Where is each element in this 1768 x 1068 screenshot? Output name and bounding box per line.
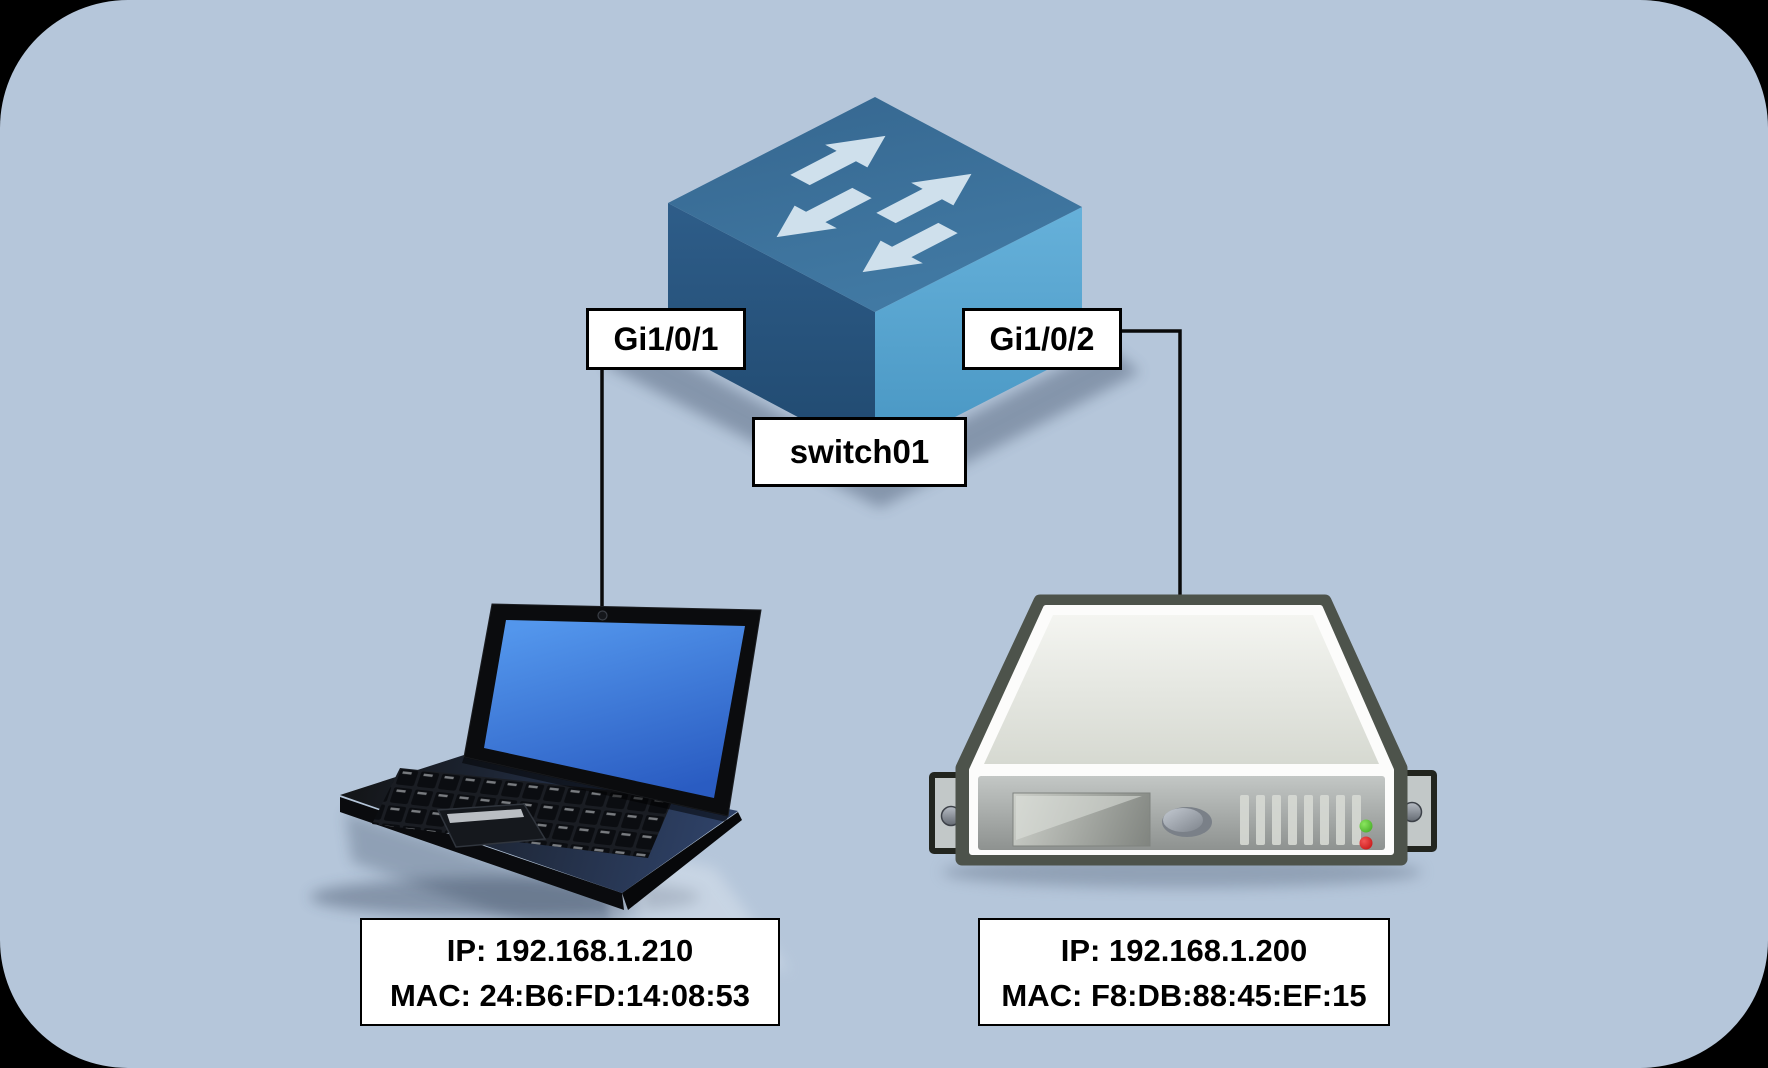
server-led-red	[1359, 836, 1373, 850]
port-label-gi1-0-2: Gi1/0/2	[962, 308, 1122, 370]
switch-hostname-label: switch01	[752, 417, 967, 487]
port-label-gi1-0-1: Gi1/0/1	[586, 308, 746, 370]
server-ip-text: IP: 192.168.1.200	[1060, 933, 1308, 968]
server-led-green	[1359, 819, 1373, 833]
port-label-text: Gi1/0/1	[613, 320, 719, 357]
server-mac-text: MAC: F8:DB:88:45:EF:15	[1001, 978, 1367, 1013]
server-drive-bay-highlight	[1016, 796, 1142, 840]
switch-left-face	[668, 203, 875, 458]
switch-hostname-text: switch01	[789, 433, 930, 470]
laptop-address-label: IP: 192.168.1.210 MAC: 24:B6:FD:14:08:53	[360, 918, 780, 1026]
server-vents	[1240, 795, 1361, 845]
laptop-base-edge-right	[622, 812, 742, 910]
laptop-ip-text: IP: 192.168.1.210	[446, 933, 694, 968]
server-address-label: IP: 192.168.1.200 MAC: F8:DB:88:45:EF:15	[978, 918, 1390, 1026]
switch-arrows-icon	[776, 135, 972, 273]
webcam-icon	[597, 610, 608, 621]
laptop-mac-text: MAC: 24:B6:FD:14:08:53	[389, 978, 751, 1013]
laptop-trackpad-highlight	[447, 809, 524, 823]
port-label-text: Gi1/0/2	[989, 320, 1095, 357]
laptop-screen	[484, 620, 745, 798]
server-top-face	[984, 615, 1379, 764]
link-switch-to-server	[1122, 329, 1182, 610]
server-power-button-inner	[1163, 808, 1203, 832]
server-icon	[929, 594, 1437, 888]
switch-top-face	[668, 97, 1082, 312]
laptop-hinge	[462, 757, 728, 822]
